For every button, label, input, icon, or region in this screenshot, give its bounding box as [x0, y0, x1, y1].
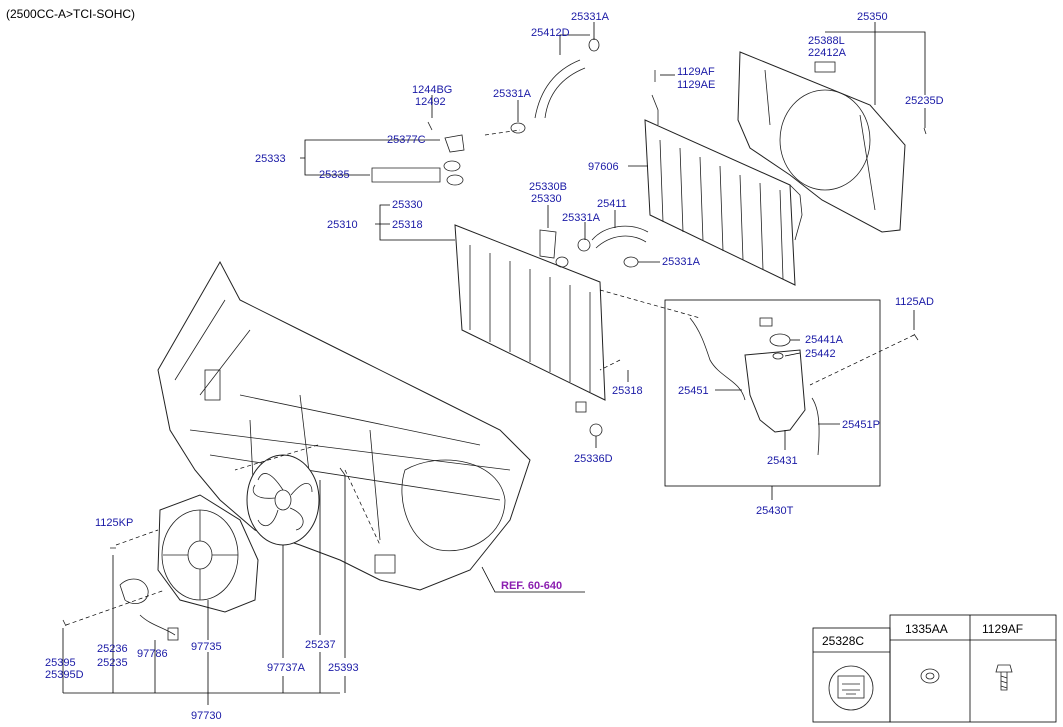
label-1129AF: 1129AF	[677, 66, 715, 78]
label-25411: 25411	[597, 198, 627, 210]
label-25331A: 25331A	[662, 256, 701, 268]
label-25237: 25237	[305, 639, 336, 651]
reservoir-tank-drawing	[689, 317, 820, 456]
label-97730: 97730	[191, 710, 222, 722]
label-97737A: 97737A	[267, 662, 306, 674]
engine-spec-header: (2500CC-A>TCI-SOHC)	[6, 7, 135, 21]
label-25331A: 25331A	[493, 88, 532, 100]
label-25318: 25318	[612, 385, 643, 397]
label-12492: 12492	[415, 96, 446, 108]
label-25235: 25235	[97, 657, 128, 669]
label-25318: 25318	[392, 219, 423, 231]
caution-label-icon	[828, 665, 874, 711]
label-25336D: 25336D	[574, 453, 613, 465]
label-97606: 97606	[588, 161, 619, 173]
label-25330: 25330	[392, 199, 423, 211]
fan-shroud-drawing	[119, 494, 259, 641]
label-1244BG: 1244BG	[412, 84, 452, 96]
label-1129AE: 1129AE	[677, 79, 715, 91]
label-25335: 25335	[319, 169, 350, 181]
upper-shroud-drawing	[737, 51, 906, 233]
small-parts-drawing	[62, 70, 927, 627]
label-25310: 25310	[327, 219, 358, 231]
label-25451P: 25451P	[842, 419, 880, 431]
label-25388L: 25388L	[808, 35, 845, 47]
label-25431: 25431	[767, 455, 798, 467]
part-labels: 25331A 25412D 25331A 1244BG 12492 25377C…	[45, 11, 944, 722]
label-25330B: 25330B	[529, 181, 567, 193]
label-25331A: 25331A	[571, 11, 610, 23]
label-25350: 25350	[857, 11, 888, 23]
condenser-drawing	[644, 94, 803, 286]
label-25377C: 25377C	[387, 134, 426, 146]
legend-header-1129AF: 1129AF	[982, 622, 1023, 636]
label-25236: 25236	[97, 643, 128, 655]
label-25412D: 25412D	[531, 27, 570, 39]
legend-header-25328C: 25328C	[822, 634, 864, 648]
fan-blade-drawing	[246, 454, 320, 546]
legend-header-1335AA: 1335AA	[905, 622, 948, 636]
label-25430T: 25430T	[756, 505, 794, 517]
nut-icon	[920, 668, 940, 684]
label-25441A: 25441A	[805, 334, 844, 346]
label-25395: 25395	[45, 657, 76, 669]
label-22412A: 22412A	[808, 47, 847, 59]
label-25442: 25442	[805, 348, 836, 360]
radiator-drawing	[454, 224, 606, 413]
label-25395D: 25395D	[45, 669, 84, 681]
label-97786: 97786	[137, 648, 168, 660]
ref-label[interactable]: REF. 60-640	[501, 580, 562, 592]
label-25331A: 25331A	[562, 212, 601, 224]
label-25333: 25333	[255, 153, 286, 165]
label-1125AD: 1125AD	[895, 296, 934, 308]
bolt-icon	[995, 664, 1013, 691]
label-25330: 25330	[531, 193, 562, 205]
label-1125KP: 1125KP	[95, 517, 133, 529]
leader-lines	[62, 22, 926, 705]
legend-table: 25328C 1335AA 1129AF	[812, 614, 1057, 723]
label-25235D: 25235D	[905, 95, 944, 107]
label-97735: 97735	[191, 641, 222, 653]
label-25451: 25451	[678, 385, 709, 397]
label-25393: 25393	[328, 662, 359, 674]
